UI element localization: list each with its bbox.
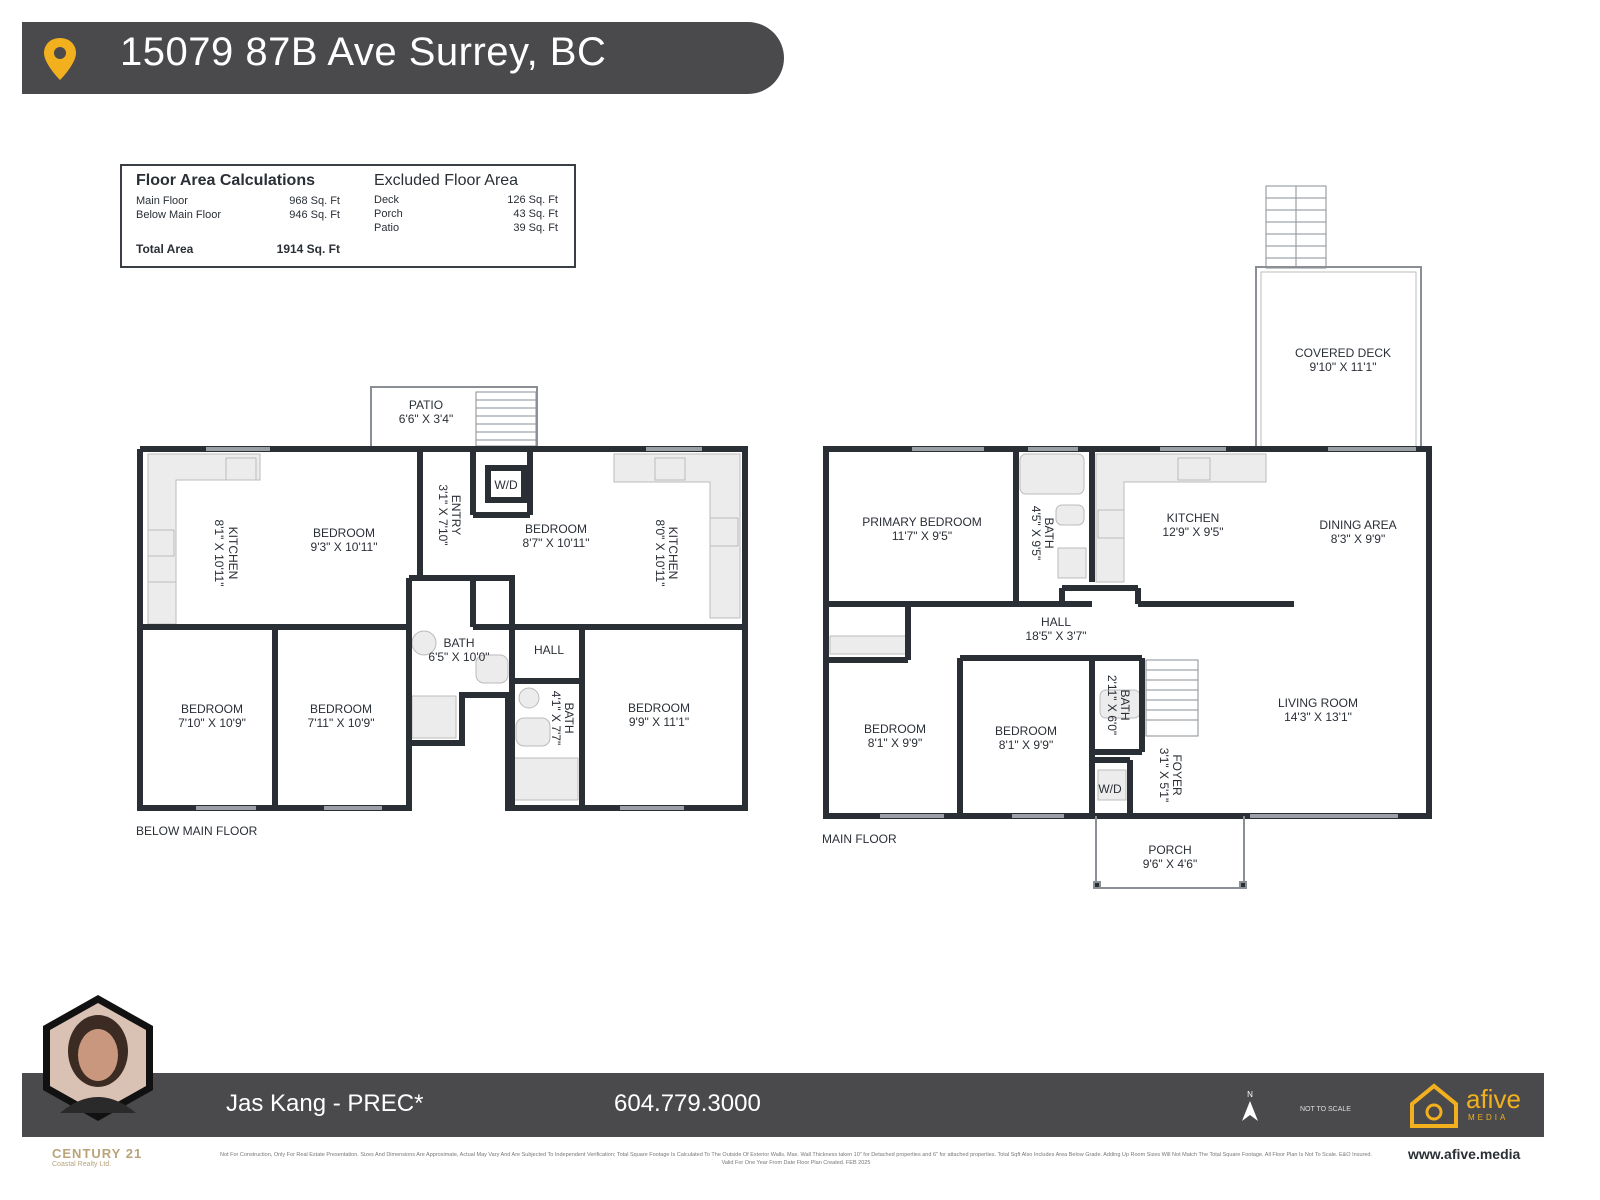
- bedroom1-label: BEDROOM: [313, 526, 375, 540]
- total-area-label: Total Area: [136, 242, 194, 256]
- primary-bedroom-label: PRIMARY BEDROOM: [862, 515, 982, 529]
- afive-logo-icon: [1410, 1083, 1458, 1128]
- main-bath2-label: BATH: [1118, 689, 1132, 720]
- bedroom2-label: BEDROOM: [525, 522, 587, 536]
- foyer-label: FOYER: [1170, 754, 1184, 796]
- main-kitchen-dim: 12'9" X 9'5": [1162, 525, 1223, 539]
- porch-dim: 9'6" X 4'6": [1143, 857, 1197, 871]
- foyer-stairs: [1145, 659, 1199, 737]
- deck-value: 126 Sq. Ft: [507, 194, 558, 206]
- main-bedroom2-label: BEDROOM: [995, 724, 1057, 738]
- below-hall-label: HALL: [534, 643, 564, 657]
- covered-deck-dim: 9'10" X 11'1": [1310, 360, 1377, 374]
- primary-bedroom-dim: 11'7" X 9'5": [892, 529, 952, 543]
- brokerage-sub: Coastal Realty Ltd.: [52, 1161, 112, 1168]
- bedroom5-dim: 9'9" X 11'1": [629, 715, 689, 729]
- agent-footer-bar: [22, 1073, 1544, 1137]
- patio-label: Patio: [374, 222, 400, 234]
- bedroom3-dim: 7'10" X 10'9": [178, 716, 246, 730]
- main-bath2-dim: 2'11" X 6'0": [1105, 675, 1119, 735]
- porch-outline: [1093, 816, 1247, 889]
- dining-area-dim: 8'3" X 9'9": [1331, 532, 1385, 546]
- main-bath1-label: BATH: [1042, 517, 1056, 548]
- main-floor-label: MAIN FLOOR: [822, 832, 897, 846]
- bedroom2-dim: 8'7" X 10'11": [523, 536, 590, 550]
- main-walls: [823, 446, 1432, 819]
- main-hall-dim: 18'5" X 3'7": [1025, 629, 1086, 643]
- bath1-label: BATH: [443, 636, 474, 650]
- bedroom4-dim: 7'11" X 10'9": [308, 716, 375, 730]
- main-bedroom1-label: BEDROOM: [864, 722, 926, 736]
- patio-label: PATIO: [409, 398, 443, 412]
- below-floor-value: 946 Sq. Ft: [289, 209, 340, 221]
- agent-avatar: [43, 995, 153, 1121]
- below-main-floor-plan: PATIO 6'6" X 3'4" KITCHEN 8'1" X 10'11" …: [136, 386, 748, 838]
- main-hall-label: HALL: [1041, 615, 1071, 629]
- main-windows: [880, 447, 1416, 818]
- bedroom1-dim: 9'3" X 10'11": [311, 540, 378, 554]
- living-room-dim: 14'3" X 13'1": [1284, 710, 1352, 724]
- covered-deck-label: COVERED DECK: [1295, 346, 1391, 360]
- entry-label: ENTRY: [449, 495, 463, 535]
- dining-area-label: DINING AREA: [1319, 518, 1396, 532]
- not-to-scale-label: NOT TO SCALE: [1300, 1106, 1351, 1113]
- porch-label: Porch: [374, 208, 403, 220]
- address-header-bar: [22, 22, 784, 94]
- main-wd-label: W/D: [1098, 782, 1122, 796]
- below-floor-label: BELOW MAIN FLOOR: [136, 824, 258, 838]
- kitchen2-label: KITCHEN: [666, 527, 680, 580]
- main-floor-plan: COVERED DECK 9'10" X 11'1" PRIMARY BEDRO…: [822, 185, 1432, 889]
- below-floor-label: Below Main Floor: [136, 209, 221, 221]
- bath2-dim: 4'1" X 7'7": [549, 691, 563, 745]
- main-kitchen-label: KITCHEN: [1167, 511, 1220, 525]
- afive-logo-media: MEDIA: [1468, 1113, 1509, 1122]
- porch-label: PORCH: [1148, 843, 1191, 857]
- entry-dim: 3'1" X 7'10": [436, 484, 450, 545]
- bedroom5-label: BEDROOM: [628, 701, 690, 715]
- porch-value: 43 Sq. Ft: [513, 208, 558, 220]
- disclaimer-text: Not For Construction, Only For Real Esta…: [220, 1152, 1372, 1166]
- patio-outline: [370, 386, 538, 448]
- bath1-dim: 6'5" X 10'0": [428, 650, 489, 664]
- deck-stairs: [1265, 185, 1327, 269]
- patio-dim: 6'6" X 3'4": [399, 412, 453, 426]
- main-bedroom1-dim: 8'1" X 9'9": [868, 736, 922, 750]
- below-windows: [196, 447, 702, 810]
- agent-name: Jas Kang - PREC*: [226, 1090, 424, 1117]
- foyer-dim: 3'1" X 5'1": [1157, 748, 1171, 802]
- calc-title: Floor Area Calculations: [136, 172, 315, 189]
- property-address: 15079 87B Ave Surrey, BC: [120, 30, 607, 74]
- excluded-title: Excluded Floor Area: [374, 172, 519, 189]
- north-arrow-icon: N: [1242, 1090, 1258, 1121]
- patio-value: 39 Sq. Ft: [513, 222, 558, 234]
- kitchen1-dim: 8'1" X 10'11": [212, 520, 226, 587]
- living-room-label: LIVING ROOM: [1278, 696, 1358, 710]
- location-pin-icon: [44, 38, 76, 80]
- patio-stairs: [475, 391, 537, 447]
- afive-logo-word: afive: [1466, 1084, 1521, 1114]
- kitchen1-label: KITCHEN: [226, 527, 240, 580]
- north-letter: N: [1247, 1090, 1253, 1099]
- brokerage-logo: CENTURY 21: [52, 1146, 143, 1161]
- kitchen2-dim: 8'0" X 10'11": [653, 520, 667, 587]
- main-bath1-dim: 4'5" X 9'5": [1029, 506, 1043, 560]
- agent-phone: 604.779.3000: [614, 1090, 761, 1117]
- total-area-value: 1914 Sq. Ft: [276, 242, 340, 256]
- main-floor-value: 968 Sq. Ft: [289, 195, 340, 207]
- bath2-label: BATH: [562, 702, 576, 733]
- main-bedroom2-dim: 8'1" X 9'9": [999, 738, 1053, 752]
- below-wd-label: W/D: [494, 478, 518, 492]
- floor-area-calculations: Floor Area Calculations Excluded Floor A…: [120, 164, 576, 268]
- below-walls: [137, 446, 748, 811]
- main-floor-label: Main Floor: [136, 195, 188, 207]
- bedroom3-label: BEDROOM: [181, 702, 243, 716]
- main-fixtures: [829, 453, 1267, 801]
- deck-label: Deck: [374, 194, 400, 206]
- website-url: www.afive.media: [1408, 1146, 1521, 1162]
- bedroom4-label: BEDROOM: [310, 702, 372, 716]
